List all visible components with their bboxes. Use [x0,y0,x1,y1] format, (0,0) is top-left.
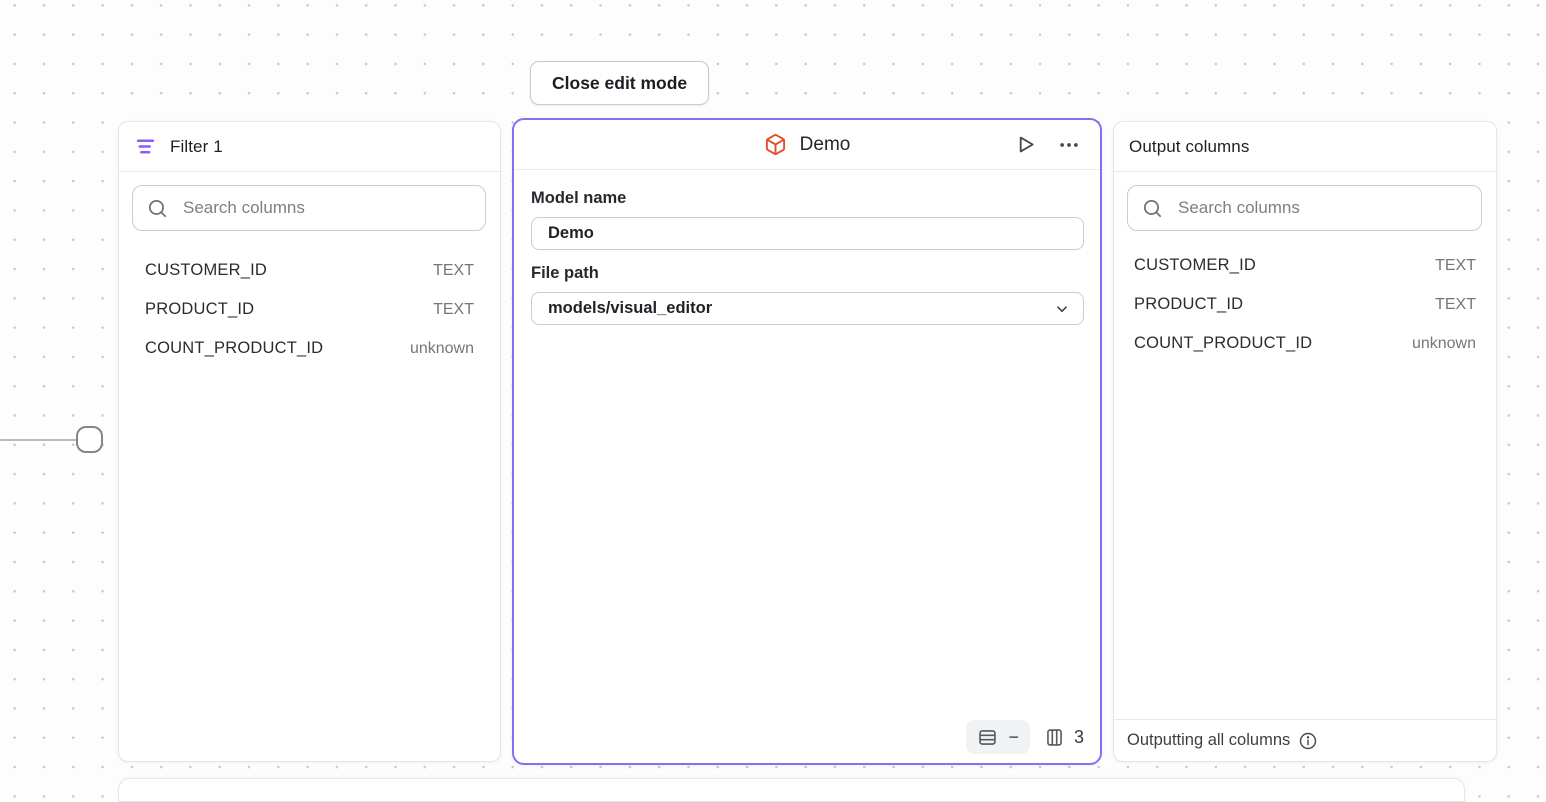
column-row[interactable]: PRODUCT_ID TEXT [1114,285,1496,324]
model-panel-title: Demo [799,133,851,155]
outputting-all-columns-text: Outputting all columns [1127,731,1291,749]
column-name: PRODUCT_ID [1134,295,1244,313]
model-result-stats: − 3 [966,720,1084,754]
search-icon [147,198,168,219]
column-count-value: 3 [1073,726,1084,747]
column-count-group[interactable]: 3 [1044,727,1084,748]
column-row[interactable]: COUNT_PRODUCT_ID unknown [119,329,500,368]
ellipsis-icon [1058,134,1080,156]
filter-lines-icon [135,136,156,157]
column-row[interactable]: COUNT_PRODUCT_ID unknown [1114,324,1496,363]
model-panel-header: Demo [514,120,1100,170]
output-columns-panel: Output columns CUSTOMER_ID TEXT PRODUCT_… [1113,121,1497,762]
column-type: unknown [409,339,474,357]
column-name: CUSTOMER_ID [1134,256,1256,274]
file-path-select[interactable] [531,292,1084,325]
filter-node-panel: Filter 1 CUSTOMER_ID TEXT PRODUCT_ID TEX… [118,121,501,762]
column-type: unknown [1411,334,1476,352]
output-panel-footer: Outputting all columns [1114,719,1496,761]
column-type: TEXT [1435,295,1476,313]
table-columns-icon [1044,727,1065,748]
search-icon [1142,198,1163,219]
column-name: COUNT_PRODUCT_ID [145,339,324,357]
model-node-panel: Demo Model name [512,118,1102,765]
bottom-panel-edge [118,778,1465,802]
connection-line [0,439,78,441]
column-row[interactable]: CUSTOMER_ID TEXT [119,251,500,290]
column-type: TEXT [433,300,474,318]
output-column-list: CUSTOMER_ID TEXT PRODUCT_ID TEXT COUNT_P… [1114,237,1496,363]
filter-panel-title: Filter 1 [170,136,223,156]
column-row[interactable]: PRODUCT_ID TEXT [119,290,500,329]
filter-search-input[interactable] [181,197,471,219]
output-search-input[interactable] [1176,197,1467,219]
file-path-label: File path [531,264,599,282]
output-search-box[interactable] [1127,185,1482,231]
column-name: CUSTOMER_ID [145,261,267,279]
column-row[interactable]: CUSTOMER_ID TEXT [1114,246,1496,285]
column-name: PRODUCT_ID [145,300,255,318]
model-name-label: Model name [531,189,627,207]
column-name: COUNT_PRODUCT_ID [1134,334,1313,352]
column-type: TEXT [1435,256,1476,274]
output-panel-title: Output columns [1129,136,1250,156]
row-count-value: − [1008,726,1019,747]
info-icon[interactable] [1298,731,1318,751]
more-options-button[interactable] [1056,132,1082,158]
play-icon [1014,133,1037,156]
connection-handle[interactable] [76,426,103,453]
output-panel-header: Output columns [1114,122,1496,172]
filter-panel-header: Filter 1 [119,122,500,172]
run-model-button[interactable] [1012,131,1039,158]
model-name-input[interactable] [531,217,1084,250]
close-edit-mode-button[interactable]: Close edit mode [530,61,710,105]
cube-icon [764,133,787,156]
filter-column-list: CUSTOMER_ID TEXT PRODUCT_ID TEXT COUNT_P… [119,237,500,368]
column-type: TEXT [433,261,474,279]
filter-search-box[interactable] [132,185,486,231]
row-count-chip[interactable]: − [966,720,1030,754]
table-rows-icon [977,727,998,748]
